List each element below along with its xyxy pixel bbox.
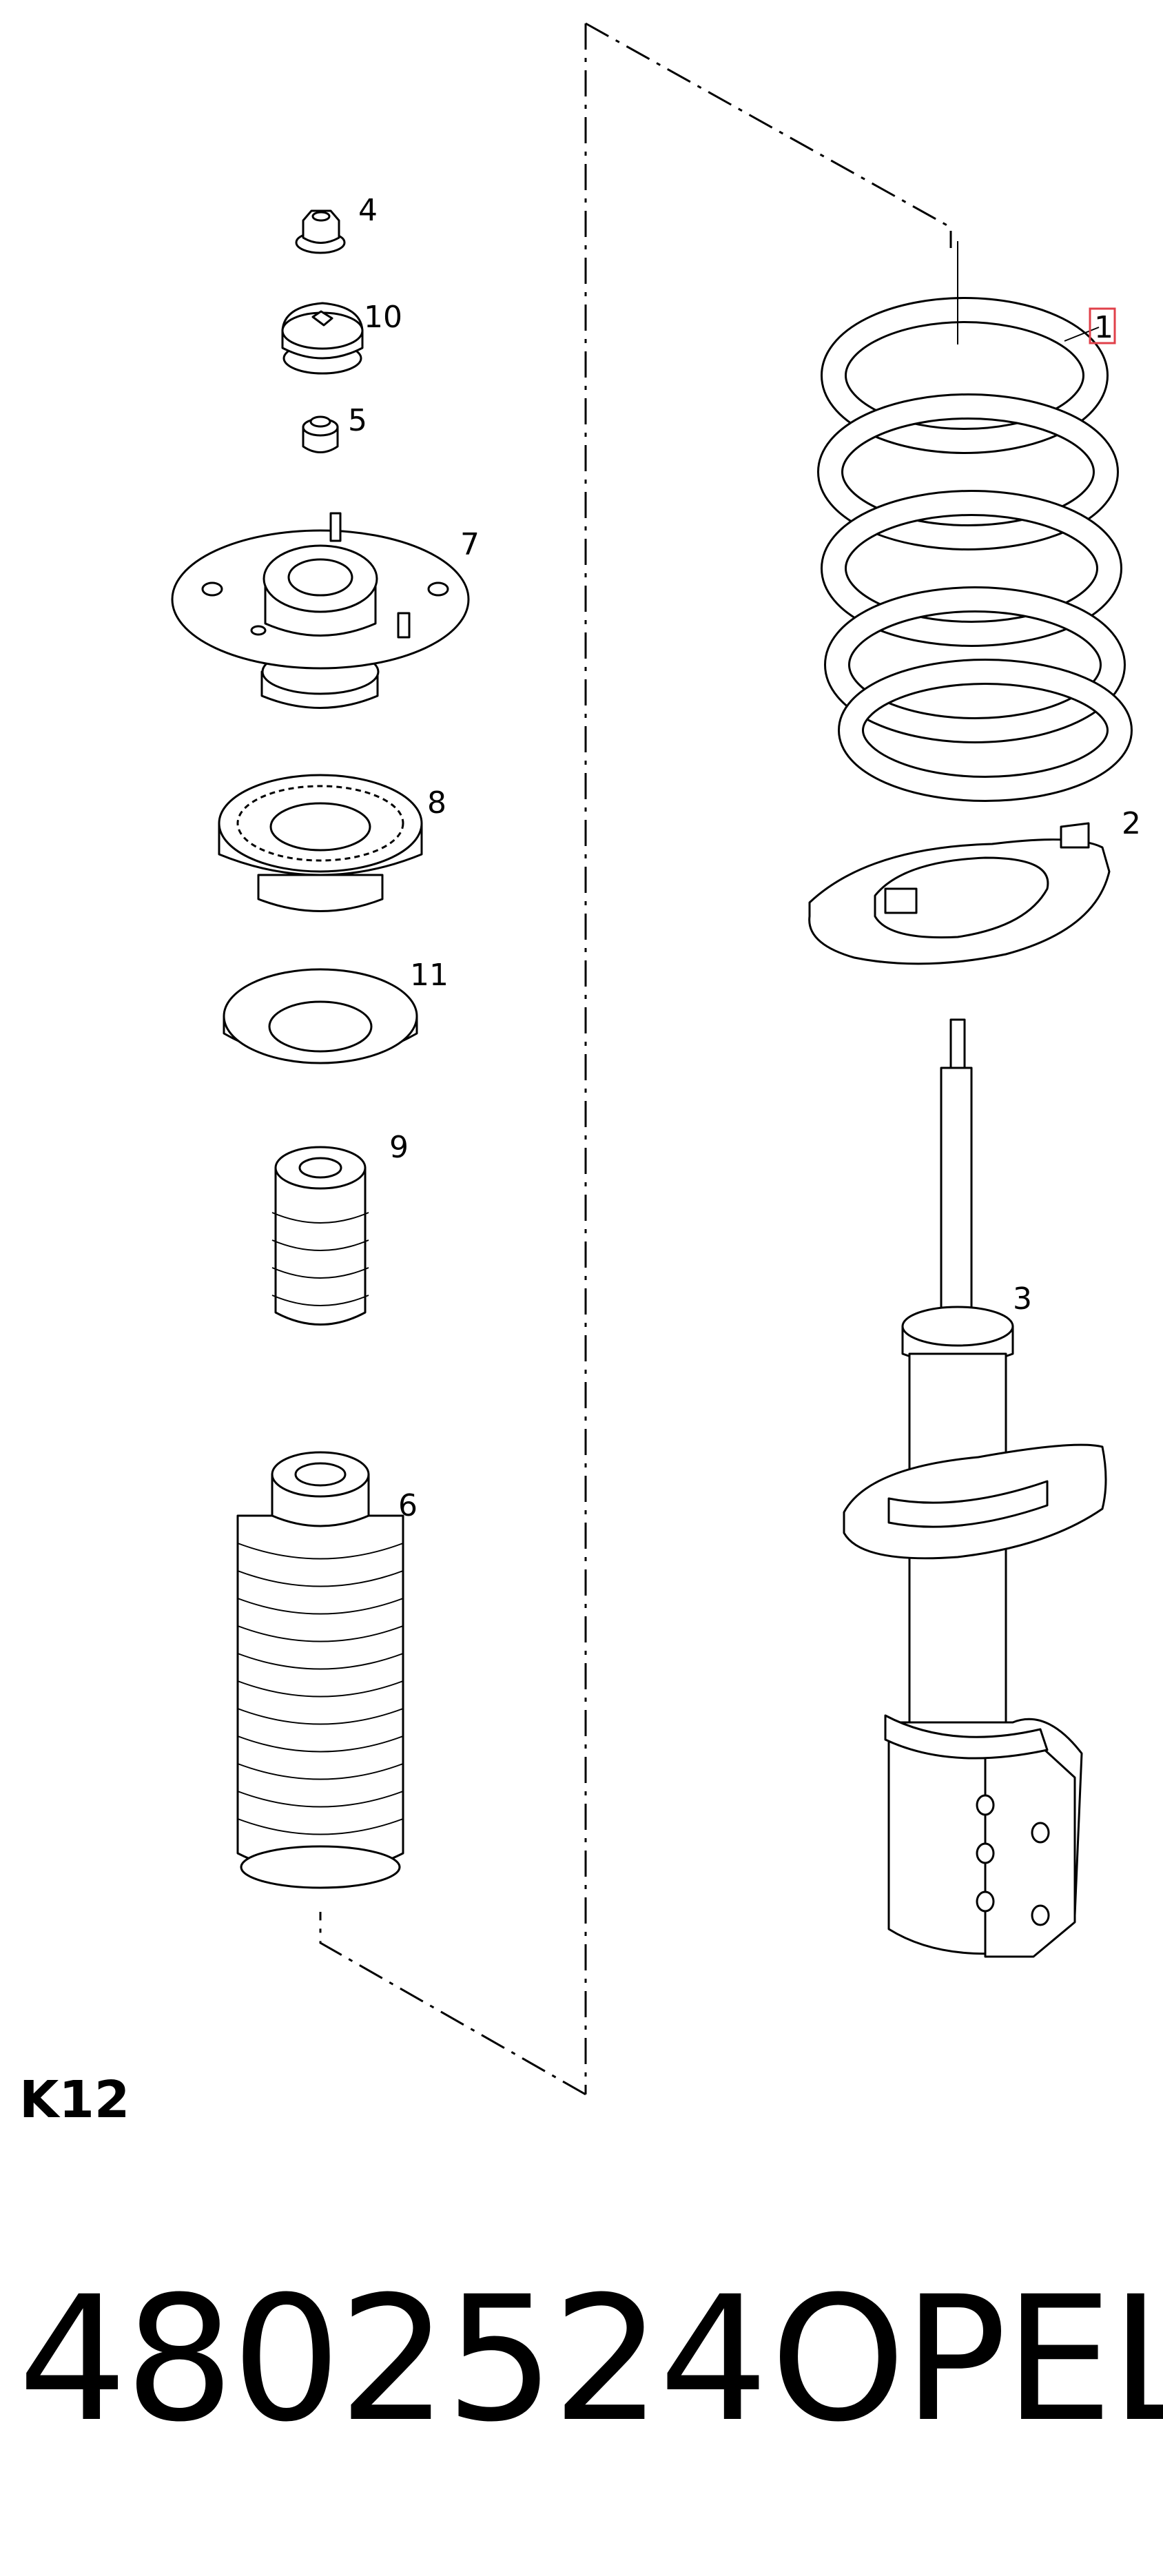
part-1-coil-spring bbox=[817, 241, 1133, 802]
diagram-code: K12 bbox=[19, 2070, 130, 2130]
part-3-strut bbox=[843, 1018, 1107, 1958]
part-4-flange-nut bbox=[295, 209, 346, 254]
part-10-cap bbox=[281, 302, 364, 375]
callout-10[interactable]: 10 bbox=[364, 300, 402, 335]
part-8-bearing bbox=[218, 774, 423, 912]
callout-9[interactable]: 9 bbox=[389, 1130, 409, 1165]
callout-3[interactable]: 3 bbox=[1013, 1281, 1032, 1317]
callout-labels: 1 2 3 4 5 6 7 8 9 10 11 bbox=[348, 193, 1141, 1523]
part-6-dust-boot bbox=[236, 1451, 404, 1889]
callout-2[interactable]: 2 bbox=[1122, 806, 1141, 841]
part-11-cup-washer bbox=[223, 968, 418, 1064]
boot-ribs bbox=[237, 1543, 404, 1835]
spring-coils bbox=[817, 297, 1133, 802]
part-5-nut bbox=[302, 415, 339, 453]
callout-7[interactable]: 7 bbox=[460, 527, 480, 562]
part-7-strut-mount bbox=[171, 512, 470, 709]
part-9-bump-stop bbox=[271, 1146, 369, 1326]
callout-4[interactable]: 4 bbox=[358, 193, 378, 228]
callout-6[interactable]: 6 bbox=[398, 1488, 418, 1523]
callout-5[interactable]: 5 bbox=[348, 403, 367, 438]
callout-1-highlight-box bbox=[1089, 307, 1116, 344]
callout-8[interactable]: 8 bbox=[427, 785, 446, 821]
part-number: 4802524 bbox=[18, 2259, 768, 2460]
callout-11[interactable]: 11 bbox=[410, 958, 449, 993]
part-2-spring-seat bbox=[808, 822, 1111, 965]
assembly-guide-lines bbox=[319, 22, 952, 2096]
callout-1[interactable]: 1 bbox=[1094, 310, 1113, 345]
brand-name: OPEL bbox=[770, 2259, 1163, 2460]
